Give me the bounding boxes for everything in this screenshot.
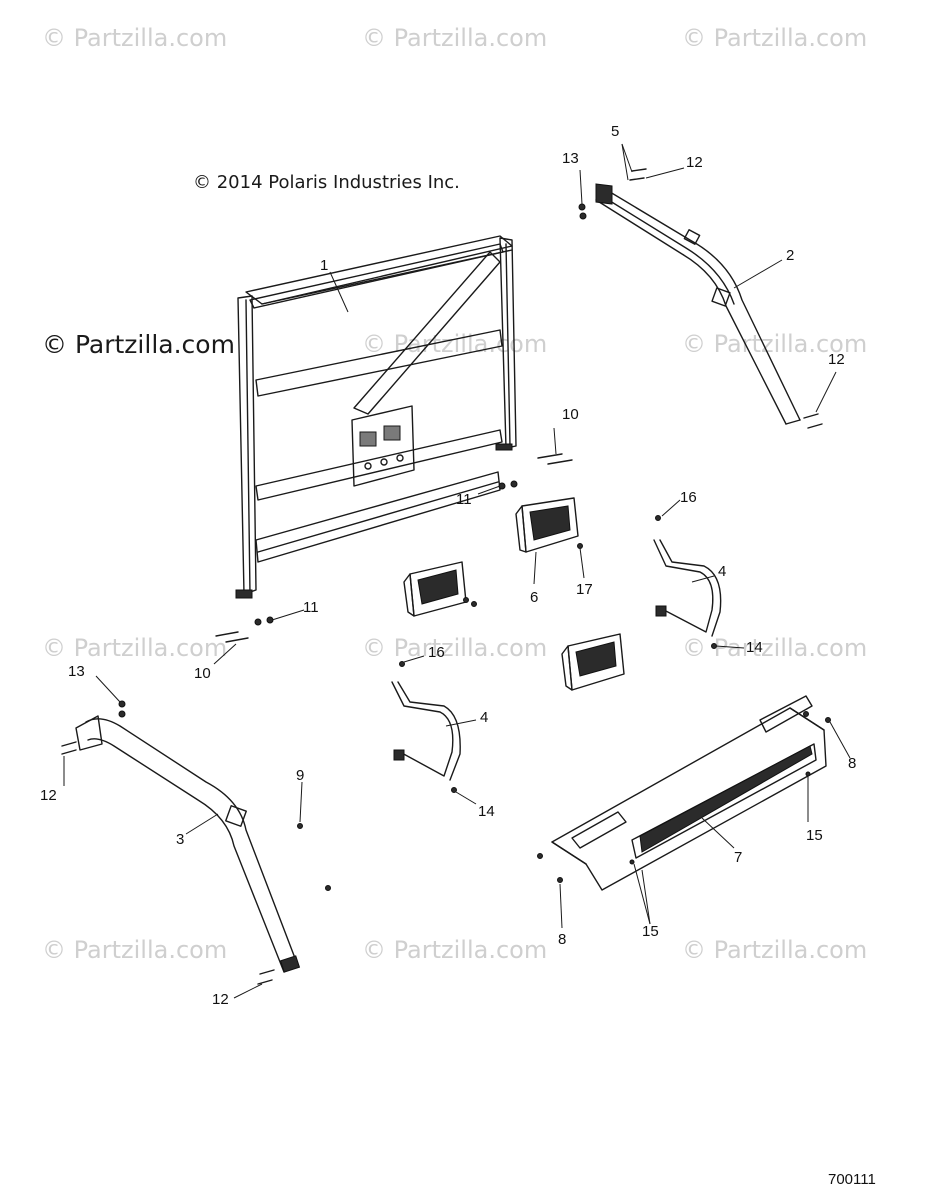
callout-5: 5	[611, 123, 620, 140]
callout-16: 16	[428, 644, 445, 661]
callout-10: 10	[194, 665, 211, 682]
callout-8: 8	[558, 931, 567, 948]
part-2-upper-tube-right	[595, 183, 801, 425]
watermark: © Partzilla.com	[362, 330, 548, 358]
callout-13: 13	[68, 663, 85, 680]
part-4-bracket-right	[653, 539, 722, 637]
callout-10: 10	[562, 406, 579, 423]
callout-16: 16	[680, 489, 697, 506]
callout-8: 8	[848, 755, 857, 772]
callout-15: 15	[806, 827, 823, 844]
watermark: © Partzilla.com	[682, 936, 868, 964]
callout-9: 9	[296, 767, 305, 784]
watermark: © Partzilla.com	[362, 24, 548, 52]
callout-2: 2	[786, 247, 795, 264]
callout-14: 14	[478, 803, 495, 820]
callout-6: 6	[530, 589, 539, 606]
callout-13: 13	[562, 150, 579, 167]
part-7-rear-trim-panel	[551, 695, 827, 891]
callout-17: 17	[576, 581, 593, 598]
part-6-handle-lower	[561, 633, 625, 691]
callout-1: 1	[320, 257, 329, 274]
callout-14: 14	[746, 639, 763, 656]
diagram-number: 700111	[828, 1171, 876, 1188]
hardware-fasteners	[61, 168, 831, 985]
part-4-bracket-left	[391, 681, 461, 781]
watermark: © Partzilla.com	[42, 936, 228, 964]
callout-15: 15	[642, 923, 659, 940]
watermark: © Partzilla.com	[362, 936, 548, 964]
watermark: © Partzilla.com	[42, 634, 228, 662]
callout-12: 12	[686, 154, 703, 171]
copyright-notice: © 2014 Polaris Industries Inc.	[193, 172, 460, 193]
part-6-handle-left	[403, 561, 467, 617]
callout-4: 4	[480, 709, 489, 726]
callout-11: 11	[303, 599, 319, 616]
callout-11: 11	[456, 491, 472, 508]
part-3-upper-tube-left	[75, 715, 301, 973]
watermark: © Partzilla.com	[682, 330, 868, 358]
callout-12: 12	[212, 991, 229, 1008]
callout-7: 7	[734, 849, 743, 866]
callout-4: 4	[718, 563, 727, 580]
watermark: © Partzilla.com	[362, 634, 548, 662]
watermark: © Partzilla.com	[682, 24, 868, 52]
callout-3: 3	[176, 831, 185, 848]
callout-leaders	[63, 143, 851, 999]
callout-12: 12	[40, 787, 57, 804]
part-1-rear-panel-frame	[235, 235, 517, 599]
callout-12: 12	[828, 351, 845, 368]
part-6-handle-upper	[515, 497, 579, 553]
watermark-main: © Partzilla.com	[42, 330, 235, 359]
watermark: © Partzilla.com	[42, 24, 228, 52]
